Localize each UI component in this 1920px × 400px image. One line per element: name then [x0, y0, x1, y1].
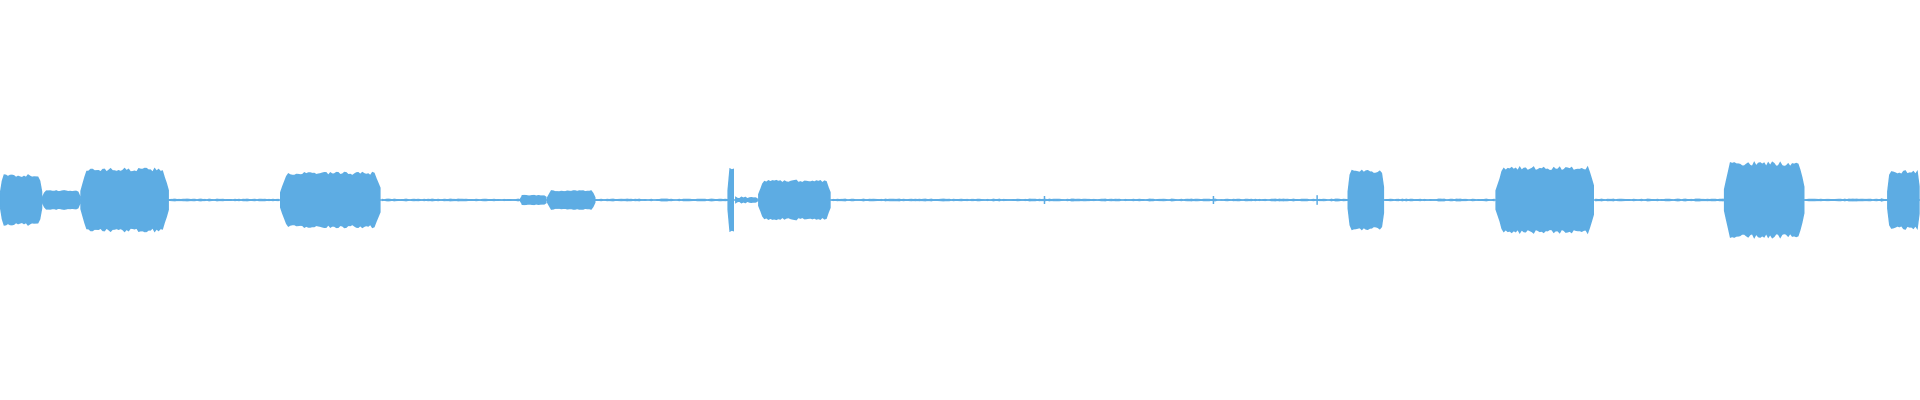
- waveform-segment: [546, 190, 596, 210]
- waveform-segment: [727, 167, 734, 233]
- waveform-segment: [1495, 165, 1594, 235]
- waveform-segment: [80, 167, 169, 233]
- waveform-segment: [831, 198, 1348, 202]
- waveform-segment: [168, 198, 280, 202]
- waveform-group: [0, 161, 1920, 239]
- waveform-segment: [0, 174, 43, 226]
- waveform-segment: [41, 190, 81, 210]
- waveform-segment: [1384, 198, 1495, 202]
- waveform-segment: [594, 198, 728, 202]
- waveform-segment: [1723, 161, 1805, 239]
- waveform-segment: [1595, 198, 1724, 202]
- waveform-segment: [520, 194, 547, 206]
- waveform-segment: [735, 196, 758, 204]
- waveform-segment: [280, 171, 381, 229]
- waveform-segment: [1887, 169, 1920, 231]
- waveform-segment: [758, 179, 831, 221]
- waveform-segment: [1347, 169, 1385, 231]
- waveform-segment: [1804, 198, 1888, 202]
- waveform-segment: [381, 198, 521, 202]
